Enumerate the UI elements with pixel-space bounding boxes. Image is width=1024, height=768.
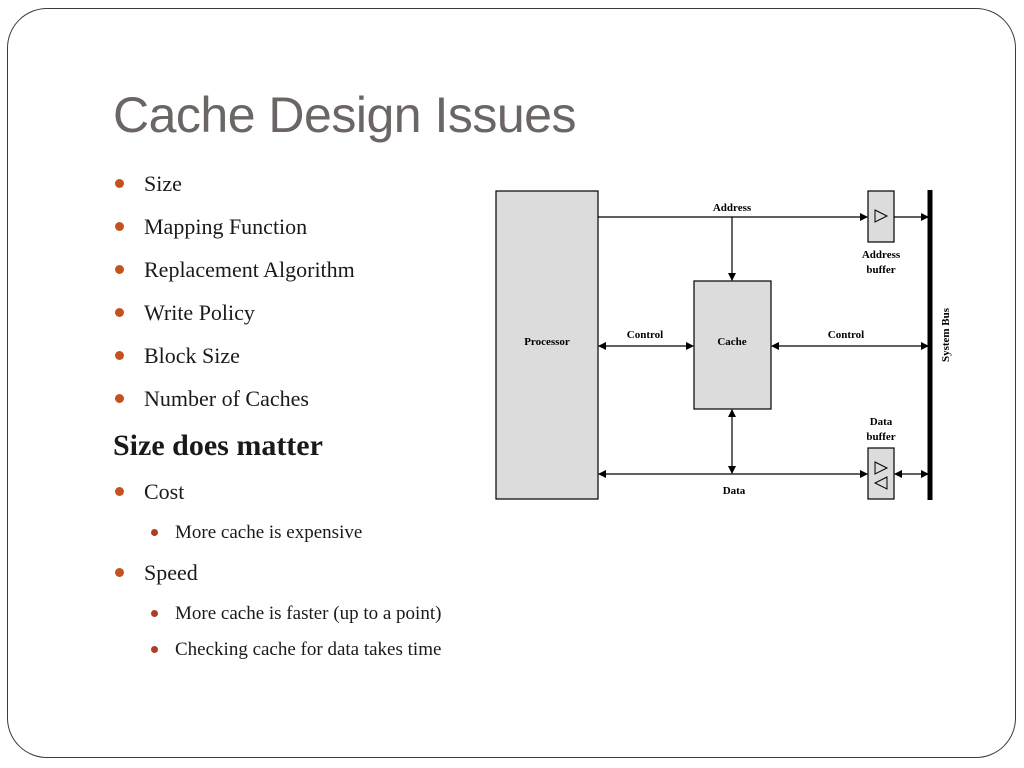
data-buffer-triangle-left-icon xyxy=(873,476,888,490)
system-bus-label: System Bus xyxy=(940,307,952,362)
data-label: Data xyxy=(723,485,746,497)
processor-label: Processor xyxy=(524,336,570,348)
data-buffer-triangle-right-icon xyxy=(874,461,889,475)
data-buffer-label-2: buffer xyxy=(866,431,895,443)
bullet-item: Block Size xyxy=(113,340,513,383)
sub-bullet-dot-icon xyxy=(151,610,158,617)
bullet-dot-icon xyxy=(115,568,124,577)
bullet-item: Replacement Algorithm xyxy=(113,254,513,297)
bullet-list: Size Mapping Function Replacement Algori… xyxy=(113,168,513,672)
cache-box xyxy=(693,280,772,410)
sub-bullet-dot-icon xyxy=(151,646,158,653)
bullet-text: Speed xyxy=(144,560,198,585)
address-buffer-box xyxy=(867,190,895,243)
bullet-item: Write Policy xyxy=(113,297,513,340)
bullet-text: Size xyxy=(144,171,182,196)
control-left-label: Control xyxy=(627,329,663,341)
bullet-dot-icon xyxy=(115,394,124,403)
bullet-text: Mapping Function xyxy=(144,214,308,239)
bullet-text: Cost xyxy=(144,479,185,504)
sub-bullet-text: Checking cache for data takes time xyxy=(175,639,442,660)
control-right-label: Control xyxy=(828,329,864,341)
bullet-dot-icon xyxy=(115,351,124,360)
processor-box xyxy=(495,190,599,500)
bullet-item: Cost xyxy=(113,476,513,519)
sub-bullet-item: More cache is faster (up to a point) xyxy=(113,600,513,636)
bullet-text: Write Policy xyxy=(144,300,255,325)
address-buffer-label-2: buffer xyxy=(866,264,895,276)
bullet-dot-icon xyxy=(115,487,124,496)
sub-bullet-dot-icon xyxy=(151,529,158,536)
cache-organization-diagram: Processor Cache System Bus Address buffe… xyxy=(495,190,952,500)
bullet-item: Size xyxy=(113,168,513,211)
bullet-dot-icon xyxy=(115,308,124,317)
sub-bullet-text: More cache is expensive xyxy=(175,522,363,543)
address-buffer-label-1: Address xyxy=(862,249,901,261)
sub-bullet-item: Checking cache for data takes time xyxy=(113,636,513,672)
slide-title: Cache Design Issues xyxy=(113,87,576,143)
cache-label: Cache xyxy=(717,336,746,348)
bullet-dot-icon xyxy=(115,179,124,188)
sub-bullet-item: More cache is expensive xyxy=(113,519,513,557)
sub-bullet-text: More cache is faster (up to a point) xyxy=(175,603,442,624)
bullet-item: Speed xyxy=(113,557,513,600)
data-buffer-label-1: Data xyxy=(870,416,893,428)
bullet-text: Number of Caches xyxy=(144,386,309,411)
bullet-item: Mapping Function xyxy=(113,211,513,254)
bullet-text: Block Size xyxy=(144,343,240,368)
data-buffer-box xyxy=(867,447,895,500)
bullet-text: Replacement Algorithm xyxy=(144,257,355,282)
bullet-dot-icon xyxy=(115,222,124,231)
bullet-item: Number of Caches xyxy=(113,383,513,426)
subheading: Size does matter xyxy=(113,429,323,462)
address-label: Address xyxy=(713,202,752,214)
address-buffer-triangle-icon xyxy=(874,209,889,223)
bullet-dot-icon xyxy=(115,265,124,274)
